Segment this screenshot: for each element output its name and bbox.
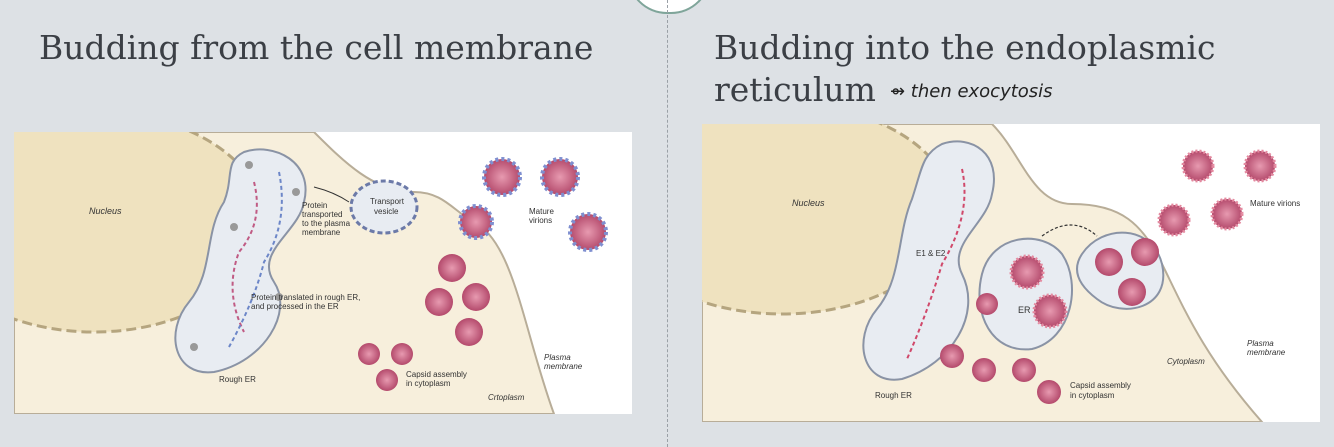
cytoplasm-label: Crtoplasm <box>488 393 525 402</box>
ribosome <box>275 293 283 301</box>
transport-vesicle-label-2: vesicle <box>374 207 399 216</box>
er-virion <box>1032 293 1068 329</box>
e1-e2-label: E1 & E2 <box>916 249 946 258</box>
mature-virions-label-1: Mature <box>529 207 554 216</box>
capsid <box>940 344 964 368</box>
capsid <box>1037 380 1061 404</box>
er-protein-strand <box>906 168 966 360</box>
capsid <box>976 293 998 315</box>
mature-virion <box>540 157 580 197</box>
ribosome <box>245 161 253 169</box>
top-logo-badge <box>627 0 711 14</box>
nucleus-label: Nucleus <box>792 198 825 208</box>
right-title-line2: reticulum <box>714 70 876 109</box>
rough-er-label: Rough ER <box>219 375 256 384</box>
mature-virions-label: Mature virions <box>1250 199 1300 208</box>
er-label: ER <box>1018 305 1031 315</box>
protein-translated-label-2: and processed in the ER <box>251 302 339 311</box>
capsid <box>462 283 490 311</box>
plasma-membrane-label-1: Plasma <box>1247 339 1274 348</box>
mature-virion <box>568 212 608 252</box>
capsid-assembly-label-2: in cytoplasm <box>1070 391 1115 400</box>
left-diagram-panel: Nucleus Transport vesicle Protein transp… <box>14 132 632 414</box>
capsid <box>1012 358 1036 382</box>
budding-virion <box>458 204 494 240</box>
protein-transported-label-4: membrane <box>302 228 341 237</box>
right-title-line1: Budding into the endoplasmic <box>714 28 1216 67</box>
vesicle-virion <box>1131 238 1159 266</box>
nucleus-label: Nucleus <box>89 206 122 216</box>
capsid <box>376 369 398 391</box>
capsid <box>358 343 380 365</box>
rough-er <box>862 140 995 381</box>
protein-transported-label-3: to the plasma <box>302 219 351 228</box>
rough-er-label: Rough ER <box>875 391 912 400</box>
handwritten-note: ⇴ then exocytosis <box>889 81 1053 102</box>
rough-er <box>174 148 307 374</box>
transport-vesicle-label-1: Transport <box>370 197 405 206</box>
ribosome <box>292 188 300 196</box>
right-diagram: Nucleus ER Mature virions E1 & E2 Cytopl… <box>702 124 1300 422</box>
column-divider <box>667 0 668 447</box>
er-virion <box>1009 254 1045 290</box>
mature-virion <box>1157 203 1191 237</box>
plasma-membrane-label-2: membrane <box>544 362 583 371</box>
ribosome <box>190 343 198 351</box>
vesicle-virion <box>1095 248 1123 276</box>
arrow-to-vesicle <box>313 186 350 203</box>
mature-virion <box>1243 149 1277 183</box>
capsid <box>972 358 996 382</box>
cytoplasm-label: Cytoplasm <box>1167 357 1205 366</box>
capsid <box>425 288 453 316</box>
mature-virion <box>482 157 522 197</box>
mature-virion <box>1181 149 1215 183</box>
capsid <box>391 343 413 365</box>
vesicle-virion <box>1118 278 1146 306</box>
left-diagram: Nucleus Transport vesicle Protein transp… <box>14 132 608 414</box>
ribosome <box>230 223 238 231</box>
capsid-assembly-label-1: Capsid assembly <box>1070 381 1131 390</box>
capsid-assembly-label-1: Capsid assembly <box>406 370 467 379</box>
mature-virions-label-2: virions <box>529 216 552 225</box>
plasma-membrane-label-1: Plasma <box>544 353 571 362</box>
er-protein-strand-1 <box>231 181 258 333</box>
er-protein-strand-2 <box>228 171 283 348</box>
right-diagram-panel: Nucleus ER Mature virions E1 & E2 Cytopl… <box>702 124 1320 422</box>
protein-translated-label-1: Protein translated in rough ER, <box>251 293 360 302</box>
left-title: Budding from the cell membrane <box>39 28 594 67</box>
mature-virion <box>1210 197 1244 231</box>
capsid <box>438 254 466 282</box>
transport-vesicle <box>349 179 419 235</box>
plasma-membrane-label-2: membrane <box>1247 348 1286 357</box>
protein-transported-label-2: transported <box>302 210 342 219</box>
capsid <box>455 318 483 346</box>
right-title-line2-row: reticulum ⇴ then exocytosis <box>714 70 1053 112</box>
protein-transported-label-1: Protein <box>302 201 327 210</box>
exocytosis-arrow <box>1041 224 1098 237</box>
capsid-assembly-label-2: in cytoplasm <box>406 379 451 388</box>
